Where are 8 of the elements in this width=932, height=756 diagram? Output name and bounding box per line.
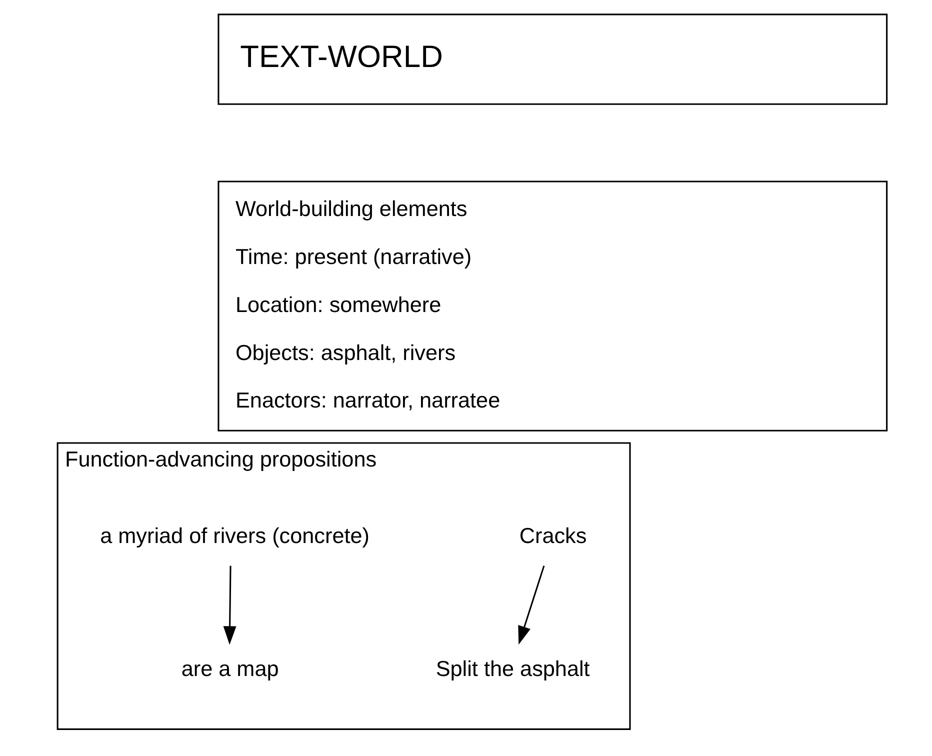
arrow <box>518 566 545 645</box>
node-text: Cracks <box>519 523 587 548</box>
node-text: Split the asphalt <box>436 656 590 682</box>
node-box: TEXT-WORLD <box>218 14 888 105</box>
node-text: are a map <box>181 656 279 682</box>
arrow <box>223 566 236 645</box>
node-text: a myriad of rivers (concrete) <box>100 523 370 548</box>
node-box: World-building elements Time: present (narrative) Location: somewhere Objects: asphalt, rivers Enactors: narrator, narratee <box>218 180 888 432</box>
